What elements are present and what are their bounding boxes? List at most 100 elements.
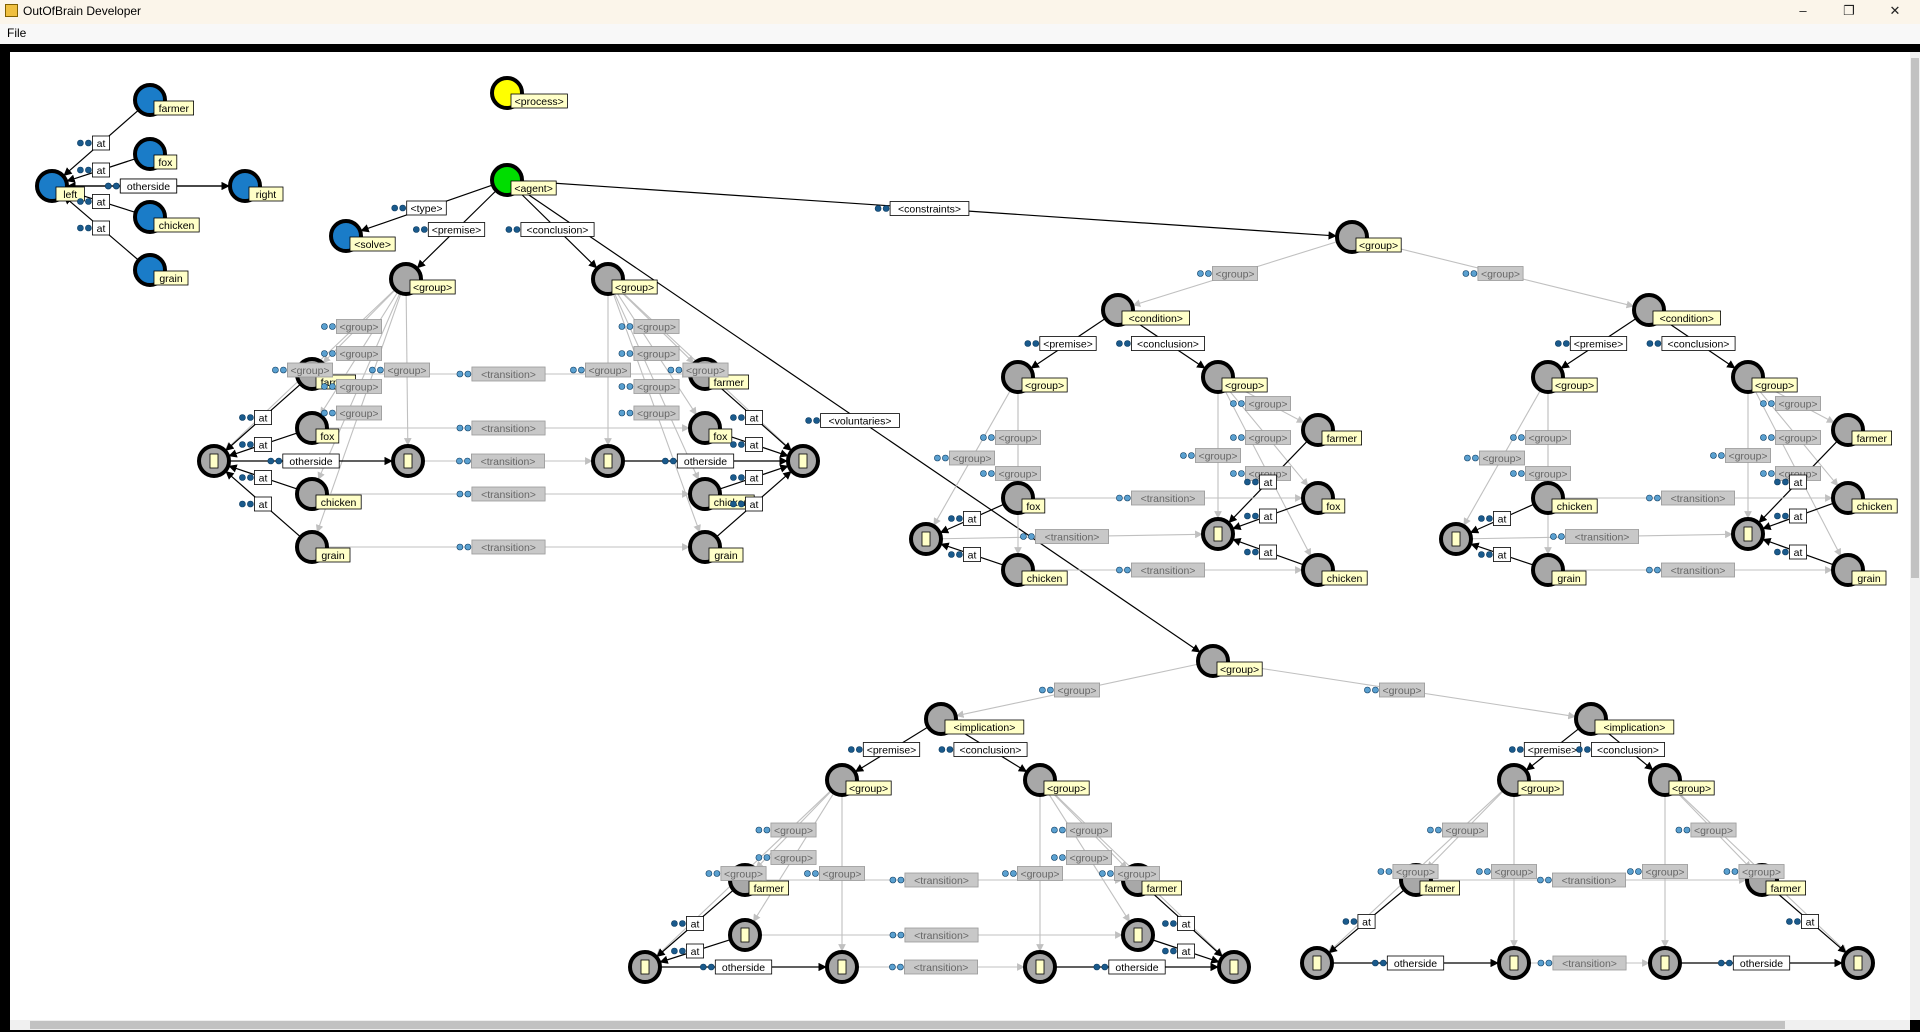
graph-node[interactable]: [1841, 946, 1875, 980]
edge-port-dot[interactable]: [1020, 533, 1027, 540]
edge-label-box[interactable]: [745, 437, 764, 452]
edge-label-box[interactable]: [1552, 955, 1627, 971]
edge-port-dot[interactable]: [1230, 400, 1237, 407]
edge-label-box[interactable]: [1114, 866, 1161, 881]
edge-label-box[interactable]: [253, 470, 272, 485]
edge-port-dot[interactable]: [661, 457, 669, 465]
edge-port-dot[interactable]: [1518, 470, 1525, 477]
edge-port-dot[interactable]: [1760, 470, 1767, 477]
edge-port-dot[interactable]: [1518, 434, 1525, 441]
edge-port-dot[interactable]: [667, 366, 675, 374]
edge-port-dot[interactable]: [1107, 870, 1114, 877]
edge-port-dot[interactable]: [897, 963, 904, 971]
edge-port-dot[interactable]: [1627, 868, 1634, 875]
edge-port-dot[interactable]: [1683, 826, 1691, 834]
edge-port-dot[interactable]: [513, 226, 521, 233]
edge-label-box[interactable]: [633, 379, 680, 394]
edge-label-box[interactable]: [119, 178, 178, 194]
edge-port-dot[interactable]: [618, 350, 626, 357]
graph-node[interactable]: [591, 444, 625, 478]
edge-label-box[interactable]: [1392, 864, 1439, 879]
edge-port-dot[interactable]: [988, 434, 995, 441]
edge-label-box[interactable]: [949, 450, 996, 466]
edge-port-dot[interactable]: [247, 441, 254, 448]
edge-label-box[interactable]: [770, 850, 817, 865]
graph-node[interactable]: chicken: [1301, 553, 1368, 587]
graph-node[interactable]: fox: [688, 411, 733, 445]
edge-label-box[interactable]: [1690, 822, 1737, 838]
edge-label-box[interactable]: [995, 466, 1042, 481]
edge-label-box[interactable]: [820, 413, 900, 428]
edge-port-dot[interactable]: [505, 226, 513, 233]
edge-port-dot[interactable]: [713, 870, 721, 877]
edge-port-dot[interactable]: [1584, 746, 1591, 753]
edge-port-dot[interactable]: [329, 383, 336, 390]
edge-port-dot[interactable]: [942, 454, 949, 462]
edge-port-dot[interactable]: [1244, 478, 1251, 486]
edge-port-dot[interactable]: [369, 366, 376, 374]
edge-port-dot[interactable]: [980, 470, 987, 477]
graph-node[interactable]: <group>: [1531, 360, 1598, 394]
edge-port-dot[interactable]: [1782, 512, 1789, 520]
edge-label-box[interactable]: [633, 346, 680, 361]
graph-node[interactable]: grain: [1831, 553, 1887, 587]
graph-node[interactable]: fox: [1001, 481, 1046, 515]
graph-node[interactable]: <group>: [1196, 644, 1263, 678]
graph-node[interactable]: chicken: [295, 477, 362, 511]
edge-port-dot[interactable]: [1545, 959, 1553, 967]
edge-port-dot[interactable]: [1760, 434, 1767, 441]
edge-port-dot[interactable]: [730, 441, 737, 448]
edge-port-dot[interactable]: [1470, 270, 1478, 277]
edge-label-box[interactable]: [1565, 529, 1640, 544]
graph-node[interactable]: [825, 950, 859, 984]
edge-port-dot[interactable]: [1047, 686, 1054, 694]
graph-node[interactable]: right: [228, 169, 284, 203]
edge-label-box[interactable]: [633, 405, 680, 421]
edge-port-dot[interactable]: [1059, 854, 1066, 861]
edge-port-dot[interactable]: [1462, 270, 1470, 277]
edge-port-dot[interactable]: [456, 370, 464, 378]
edge-port-dot[interactable]: [1024, 340, 1032, 347]
edge-port-dot[interactable]: [1238, 400, 1245, 407]
graph-node[interactable]: <group>: [1001, 360, 1068, 394]
edge-port-dot[interactable]: [1718, 959, 1725, 967]
edge-port-dot[interactable]: [412, 226, 420, 233]
edge-port-dot[interactable]: [730, 500, 737, 508]
edge-label-box[interactable]: [1259, 508, 1278, 524]
edge-port-dot[interactable]: [1550, 533, 1557, 540]
edge-label-box[interactable]: [1477, 266, 1524, 281]
graph-node[interactable]: [1731, 517, 1765, 551]
graph-node[interactable]: [391, 444, 425, 478]
edge-port-dot[interactable]: [813, 417, 820, 424]
edge-port-dot[interactable]: [1774, 548, 1781, 556]
edge-label-box[interactable]: [1245, 396, 1292, 411]
edge-port-dot[interactable]: [1635, 868, 1642, 875]
edge-port-dot[interactable]: [329, 409, 336, 417]
edge-port-dot[interactable]: [1478, 551, 1485, 558]
edge-port-dot[interactable]: [1760, 400, 1767, 407]
edge-port-dot[interactable]: [329, 350, 336, 357]
edge-port-dot[interactable]: [280, 366, 287, 374]
edge-label-box[interactable]: [1493, 547, 1512, 562]
edge-port-dot[interactable]: [1099, 870, 1106, 877]
graph-node[interactable]: left: [35, 169, 85, 203]
edge-label-box[interactable]: [92, 194, 111, 209]
edge-port-dot[interactable]: [85, 198, 92, 205]
graph-node[interactable]: farmer: [1301, 413, 1362, 447]
edge-label-box[interactable]: [1491, 864, 1538, 879]
edge-port-dot[interactable]: [1124, 494, 1131, 502]
edge-label-box[interactable]: [286, 362, 333, 378]
edge-port-dot[interactable]: [1768, 470, 1775, 477]
edge-port-dot[interactable]: [897, 931, 905, 939]
edge-label-box[interactable]: [1661, 562, 1736, 578]
edge-port-dot[interactable]: [934, 454, 941, 462]
graph-node[interactable]: fox: [1301, 481, 1346, 515]
graph-node[interactable]: <group>: [1335, 220, 1402, 254]
graph-node[interactable]: [197, 444, 231, 478]
edge-port-dot[interactable]: [1170, 920, 1177, 927]
edge-port-dot[interactable]: [1238, 470, 1245, 477]
edge-label-box[interactable]: [92, 135, 111, 151]
edge-port-dot[interactable]: [679, 920, 686, 927]
edge-port-dot[interactable]: [1372, 686, 1379, 694]
